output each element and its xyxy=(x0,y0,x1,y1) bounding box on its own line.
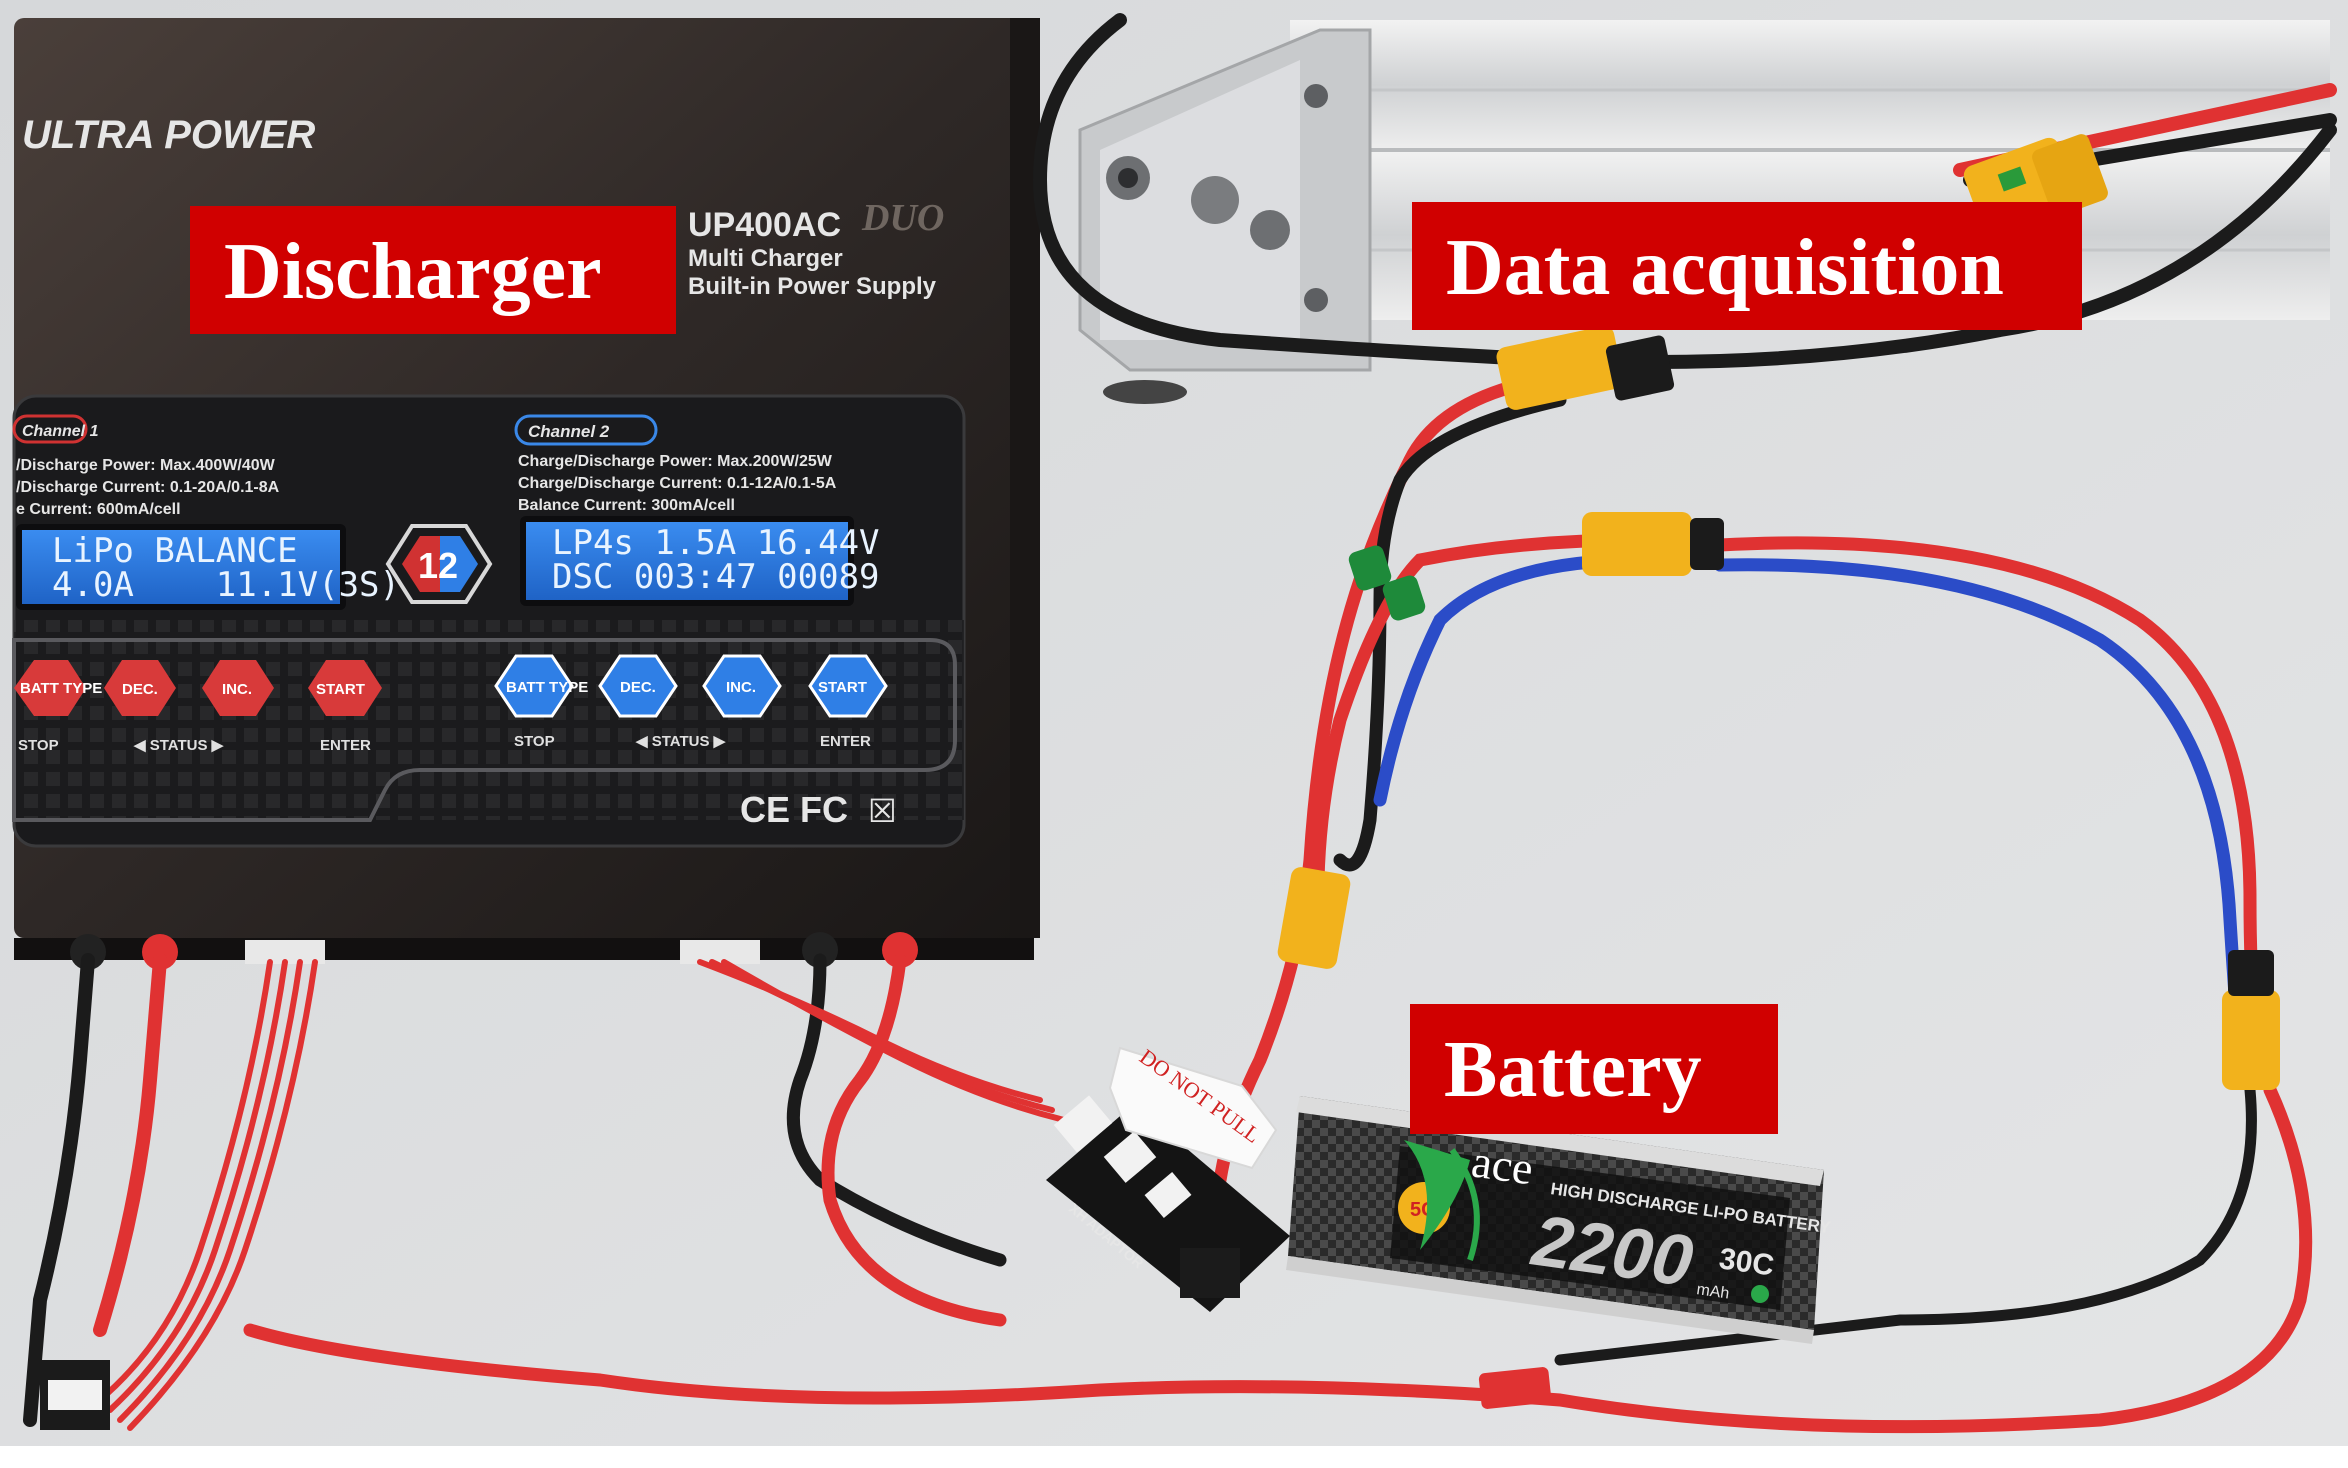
aluminum-rail-fixture xyxy=(1078,20,2330,404)
ch1-stop-label: STOP xyxy=(18,737,59,754)
battery-unit: mAh xyxy=(1695,1281,1730,1302)
charger-line1: Multi Charger xyxy=(688,245,843,272)
channel2-badge-text: Channel 2 xyxy=(528,422,610,441)
charger-line2: Built-in Power Supply xyxy=(688,273,937,300)
channel-switch-button[interactable]: 12 xyxy=(385,524,493,604)
jst-connector xyxy=(1478,1367,1552,1409)
certification-marks: CE FC xyxy=(740,789,848,830)
charger-model: UP400AC xyxy=(688,206,841,244)
battery-brand: ace xyxy=(1469,1135,1537,1194)
ch1-balance-spec: e Current: 600mA/cell xyxy=(16,501,181,518)
ch1-enter-label: ENTER xyxy=(320,737,371,754)
channel2-badge xyxy=(514,414,658,446)
ch1-batt-type-button[interactable]: BATT TYPE xyxy=(14,660,102,716)
green-sleeve xyxy=(1348,545,1392,591)
ch1-inc-button[interactable]: INC. xyxy=(202,660,274,716)
ch1-start-label: START xyxy=(316,681,365,698)
balance-plug-socket xyxy=(48,1380,102,1410)
ch2-stop-label: STOP xyxy=(514,733,555,750)
ch2-lcd-line1: LP4s 1.5A 16.44V xyxy=(552,523,880,563)
ch2-status-label: ◀ STATUS ▶ xyxy=(635,733,727,750)
lipo-battery: 5C ace HIGH DISCHARGE LI-PO BATTERY 2200… xyxy=(1286,1096,1832,1344)
ch2-power-spec: Charge/Discharge Power: Max.200W/25W xyxy=(518,453,833,470)
charger-model-suffix: DUO xyxy=(861,197,944,239)
ch1-current-spec: /Discharge Current: 0.1-20A/0.1-8A xyxy=(16,479,280,496)
ch1-lcd-line1: LiPo BALANCE xyxy=(52,531,298,571)
channel1-badge-text: Channel 1 xyxy=(22,423,99,440)
ch2-inc-button[interactable]: INC. xyxy=(702,654,782,718)
discharger-label: Discharger xyxy=(190,206,676,334)
ch2-inc-label: INC. xyxy=(726,679,756,696)
ch1-status-label: ◀ STATUS ▶ xyxy=(133,737,225,754)
ch2-start-button[interactable]: START xyxy=(808,654,888,718)
charger-brand: ULTRA POWER xyxy=(22,113,315,157)
battery-rating: 30C xyxy=(1717,1242,1776,1282)
xt60-connector xyxy=(1582,512,1724,576)
green-sleeve xyxy=(1382,575,1426,621)
ch2-lcd-line2: DSC 003:47 00089 xyxy=(552,557,880,597)
weee-icon: ☒ xyxy=(868,793,897,829)
ch2-balance-spec: Balance Current: 300mA/cell xyxy=(518,497,735,514)
ch2-batt-type-button[interactable]: BATT TYPE xyxy=(494,654,588,718)
ch1-lcd xyxy=(22,530,340,604)
ch1-dec-button[interactable]: DEC. xyxy=(104,660,176,716)
ch2-start-label: START xyxy=(818,679,867,696)
ch2-dec-button[interactable]: DEC. xyxy=(598,654,678,718)
ch1-dec-label: DEC. xyxy=(122,681,158,698)
balance-adaptor-board: XH ADAPTOR xyxy=(1046,1095,1290,1312)
ch1-batt-type-label: BATT TYPE xyxy=(20,680,102,697)
ch2-batt-type-label: BATT TYPE xyxy=(506,679,588,696)
ch1-lcd-line2: 4.0A 11.1V(3S) xyxy=(52,565,400,605)
ch2-dec-label: DEC. xyxy=(620,679,656,696)
ch1-power-spec: /Discharge Power: Max.400W/40W xyxy=(16,457,276,474)
ch1-buttons: BATT TYPE DEC. INC. START STOP ◀ STATUS … xyxy=(14,660,382,754)
ch2-current-spec: Charge/Discharge Current: 0.1-12A/0.1-5A xyxy=(518,475,837,492)
ch1-start-button[interactable]: START xyxy=(308,660,382,716)
xt60-connector xyxy=(1496,326,1675,410)
channel-switch-label: 12 xyxy=(418,545,458,586)
ch1-inc-label: INC. xyxy=(222,681,252,698)
xt60-connector xyxy=(1277,867,1351,969)
ch2-lcd xyxy=(526,522,848,600)
ch2-enter-label: ENTER xyxy=(820,733,871,750)
battery-label: Battery xyxy=(1410,1004,1778,1134)
data-acquisition-label: Data acquisition xyxy=(1412,202,2082,330)
ch2-buttons: BATT TYPE DEC. INC. START STOP ◀ STATUS … xyxy=(494,654,888,750)
bottom-border xyxy=(0,1446,2348,1464)
channel1-badge xyxy=(12,414,88,444)
xt60-connector xyxy=(2222,950,2280,1090)
